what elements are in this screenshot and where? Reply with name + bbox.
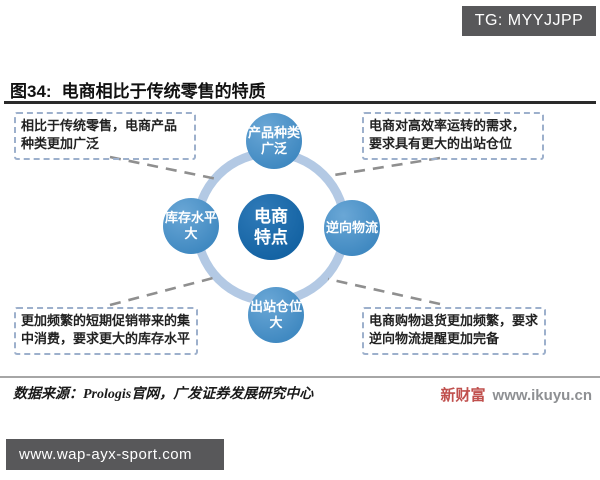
brand-url: www.ikuyu.cn bbox=[492, 387, 592, 404]
callout-bottom-right: 电商购物退货更加频繁，要求逆向物流提醒更加完备 bbox=[362, 307, 546, 355]
site-watermark-badge: www.wap-ayx-sport.com bbox=[6, 439, 224, 470]
footer-divider bbox=[0, 376, 600, 378]
connector-bottom-right bbox=[327, 277, 441, 306]
node-label-line: 逆向物流 bbox=[325, 219, 378, 235]
node-reverse-logistics: 逆向物流 bbox=[324, 200, 380, 256]
connector-bottom-left bbox=[109, 275, 218, 307]
figure-title: 图34: 电商相比于传统零售的特质 bbox=[10, 78, 266, 101]
tg-watermark-badge: TG: MYYJJPP bbox=[462, 6, 596, 36]
node-label-line: 大 bbox=[184, 226, 198, 241]
node-outbound-capacity: 出站仓位 大 bbox=[248, 287, 304, 343]
callout-top-right: 电商对高效率运转的需求，要求具有更大的出站仓位 bbox=[362, 112, 544, 160]
title-underline bbox=[4, 101, 596, 104]
figure-number-label: 图34: bbox=[10, 81, 52, 101]
data-source-text: 数据来源：Prologis官网，广发证券发展研究中心 bbox=[13, 387, 314, 402]
node-label-line: 电商 bbox=[254, 206, 288, 226]
node-label-line: 特点 bbox=[254, 228, 288, 247]
node-inventory-level: 库存水平 大 bbox=[163, 198, 219, 254]
brand-name: 新财富 bbox=[440, 387, 486, 404]
brand-line: 新财富 www.ikuyu.cn bbox=[441, 384, 592, 405]
node-label-line: 库存水平 bbox=[164, 209, 217, 225]
node-label-line: 大 bbox=[269, 315, 283, 330]
node-label-line: 产品种类 bbox=[247, 124, 300, 140]
node-ecommerce-traits-center: 电商 特点 bbox=[238, 194, 304, 260]
figure-title-text: 电商相比于传统零售的特质 bbox=[61, 81, 266, 101]
callout-bottom-left: 更加频繁的短期促销带来的集中消费，要求更大的库存水平 bbox=[14, 307, 198, 355]
callout-top-left: 相比于传统零售，电商产品种类更加广泛 bbox=[14, 112, 196, 160]
node-label-line: 广泛 bbox=[260, 141, 287, 156]
node-product-variety: 产品种类 广泛 bbox=[246, 113, 302, 169]
connector-top-left bbox=[109, 155, 218, 181]
connector-top-right bbox=[327, 156, 441, 178]
node-label-line: 出站仓位 bbox=[249, 298, 302, 314]
